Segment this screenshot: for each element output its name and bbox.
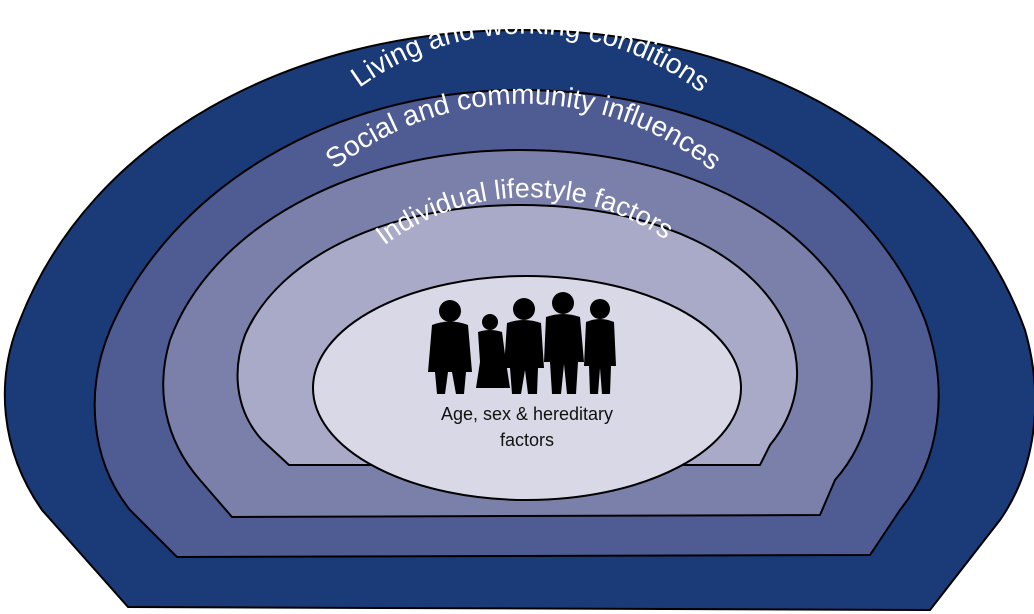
people-silhouettes-icon [428, 292, 616, 394]
core-label-line2: factors [500, 430, 554, 450]
core-label-line1: Age, sex & hereditary [441, 404, 613, 424]
core-ellipse [312, 275, 742, 501]
